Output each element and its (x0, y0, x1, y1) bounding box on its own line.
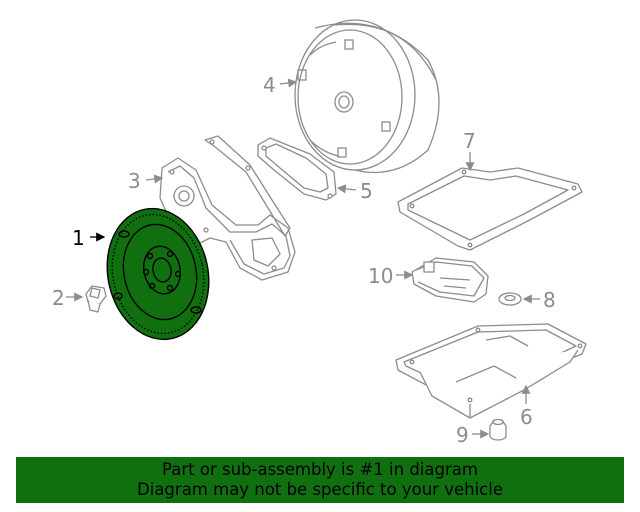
callout-10[interactable]: 10 (368, 264, 393, 288)
pan-gasket[interactable] (397, 167, 583, 251)
banner-line-part: Part or sub-assembly is #1 in diagram (162, 460, 478, 479)
callout-8[interactable]: 8 (543, 288, 556, 312)
flywheel[interactable] (95, 199, 220, 349)
callout-7[interactable]: 7 (463, 129, 476, 153)
callout-1[interactable]: 1 (72, 226, 85, 250)
info-banner: Part or sub-assembly is #1 in diagram Di… (16, 457, 624, 503)
callout-5[interactable]: 5 (360, 179, 373, 203)
callout-2[interactable]: 2 (52, 286, 65, 310)
filter[interactable] (411, 257, 489, 303)
callout-6[interactable]: 6 (520, 405, 533, 429)
oil-pan[interactable] (395, 323, 587, 419)
bolt[interactable] (85, 285, 107, 313)
callout-4[interactable]: 4 (263, 73, 276, 97)
callout-3[interactable]: 3 (128, 169, 141, 193)
banner-line-disclaimer: Diagram may not be specific to your vehi… (137, 480, 503, 499)
torque-converter[interactable] (294, 19, 440, 174)
adapter-gasket[interactable] (204, 135, 291, 237)
seal[interactable] (498, 292, 522, 306)
callout-9[interactable]: 9 (456, 423, 469, 447)
gasket[interactable] (257, 137, 337, 201)
callout-leaders (66, 78, 540, 439)
drain-plug[interactable] (489, 418, 507, 441)
